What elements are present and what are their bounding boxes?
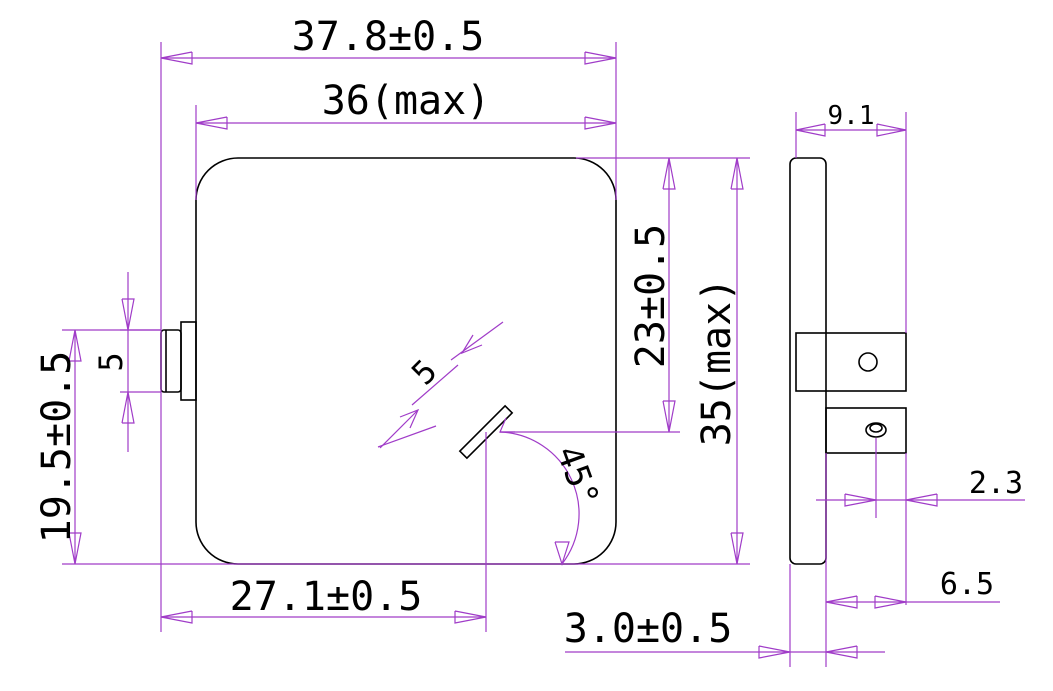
angled-chip: [458, 404, 514, 460]
bottom-offset-label: 27.1±0.5: [230, 574, 423, 620]
body-width-label: 36(max): [322, 78, 491, 124]
angle-arc: [499, 431, 580, 565]
pin-offset-label: 6.5: [940, 567, 994, 602]
antenna-body-outline: [195, 157, 617, 565]
overall-width-label: 37.8±0.5: [292, 14, 485, 60]
side-pin-lower: [825, 407, 907, 454]
side-view: [789, 157, 907, 565]
connector-height-label: 5: [92, 352, 130, 371]
chip-size-label: 5: [404, 352, 444, 392]
front-view: [160, 157, 617, 565]
pin-hole-upper: [858, 352, 878, 372]
pin-hole-lower: [865, 422, 887, 438]
angle-label: 45°: [548, 441, 607, 512]
thickness-label: 3.0±0.5: [564, 606, 733, 652]
side-dimensions: [565, 112, 1025, 667]
side-depth-label: 9.1: [828, 101, 875, 131]
pin-diameter-label: 2.3: [969, 466, 1023, 501]
side-connector: [160, 321, 197, 401]
total-height-label: 35(max): [694, 278, 740, 447]
upper-height-label: 23±0.5: [628, 224, 674, 369]
dimension-lines: [62, 42, 750, 632]
dimension-labels: 37.8±0.5 36(max) 5 19.5±0.5 27.1±0.5 45°…: [34, 14, 1023, 652]
connector-offset-label: 19.5±0.5: [34, 351, 80, 544]
side-body: [789, 157, 827, 565]
side-pin-upper: [795, 332, 907, 392]
